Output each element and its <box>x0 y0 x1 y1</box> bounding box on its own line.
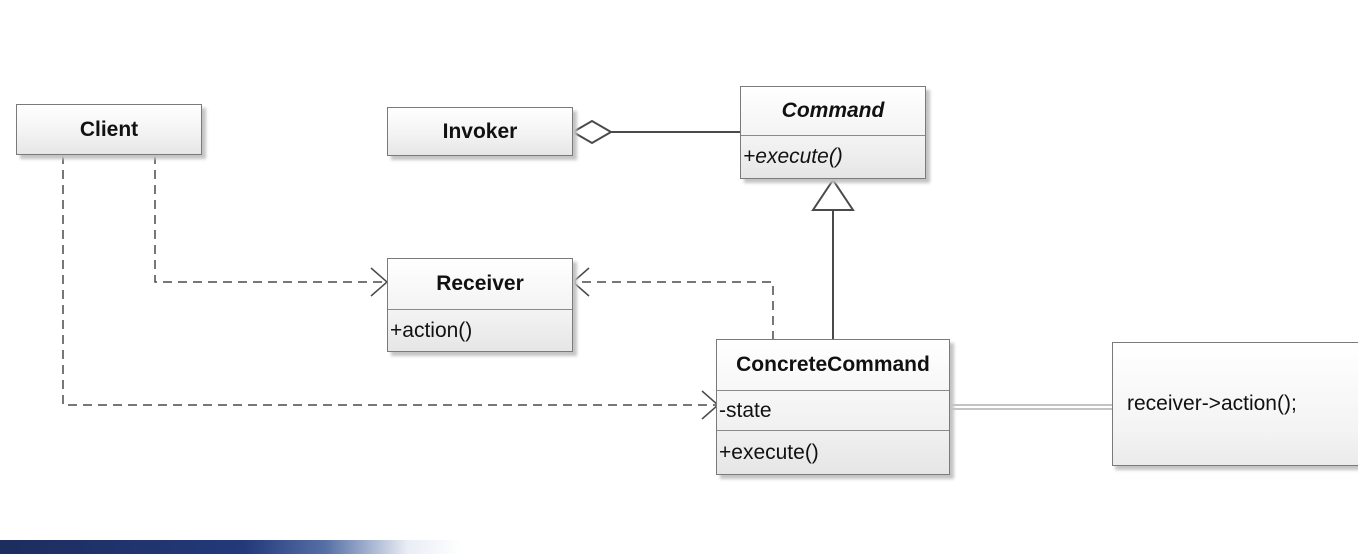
receiver-class-name: Receiver <box>436 272 524 295</box>
receiver-class[interactable]: Receiver +action() <box>387 258 573 352</box>
concretecommand-class[interactable]: ConcreteCommand -state +execute() <box>716 339 950 475</box>
concretecommand-attribute: -state <box>717 390 949 430</box>
client-class[interactable]: Client <box>16 104 202 155</box>
command-operation: +execute() <box>741 135 925 178</box>
implementation-note[interactable]: receiver->action(); <box>1112 342 1358 466</box>
aggregation-diamond <box>571 119 613 145</box>
dependency-client-concretecommand <box>62 155 716 406</box>
command-class[interactable]: Command +execute() <box>740 86 926 179</box>
concretecommand-operation: +execute() <box>717 430 949 474</box>
invoker-class-name: Invoker <box>442 119 518 143</box>
dependency-concretecommand-receiver <box>575 281 774 340</box>
invoker-class[interactable]: Invoker <box>387 107 573 156</box>
note-text: receiver->action(); <box>1127 392 1297 415</box>
client-class-name: Client <box>79 117 139 141</box>
command-class-name: Command <box>781 99 885 122</box>
generalization-arrowhead <box>811 178 855 211</box>
dependency-client-receiver <box>154 155 385 283</box>
bottom-band <box>0 540 1358 554</box>
receiver-operation: +action() <box>388 309 572 351</box>
dependency-arrowhead-receiver-right <box>571 267 590 297</box>
concretecommand-class-name: ConcreteCommand <box>736 353 930 376</box>
